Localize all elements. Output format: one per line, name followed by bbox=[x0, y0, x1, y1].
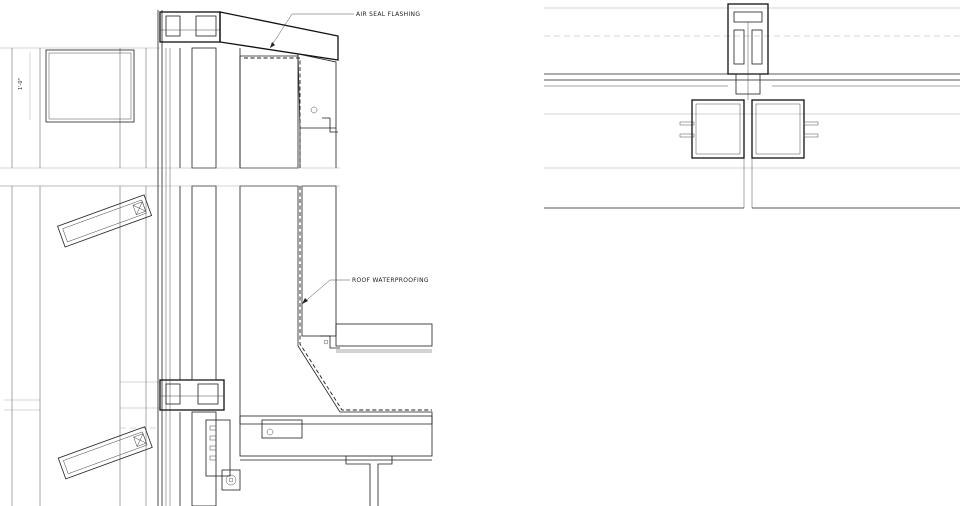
mullion-joint bbox=[544, 158, 960, 209]
glazing-line bbox=[544, 73, 960, 87]
window-opening bbox=[45, 49, 135, 123]
steel-beam bbox=[345, 455, 393, 506]
louver-blade-upper bbox=[57, 194, 153, 248]
roof-assembly bbox=[335, 323, 433, 353]
window-dimension-label: 1'-0" bbox=[18, 78, 24, 90]
annotation-leaders bbox=[269, 13, 354, 305]
mullion-cap bbox=[727, 3, 769, 100]
wall-insulation bbox=[179, 47, 217, 506]
sill-bracket bbox=[205, 419, 432, 491]
parapet-coping bbox=[219, 11, 339, 168]
curtain-wall-mullion bbox=[157, 10, 171, 506]
facade-background-lines bbox=[0, 47, 160, 506]
roof-waterproofing-label: ROOF WATERPROOFING bbox=[352, 277, 429, 284]
louver-blade-lower bbox=[57, 426, 153, 480]
parapet-insulation bbox=[301, 185, 340, 349]
tube-steel-left bbox=[679, 99, 745, 159]
air-seal-flashing-label: AIR SEAL FLASHING bbox=[356, 11, 420, 18]
waterproofing-membrane bbox=[244, 57, 432, 411]
wall-section-detail: 1'-0" bbox=[0, 10, 433, 506]
roof-slab bbox=[239, 415, 433, 457]
tube-steel-right bbox=[751, 99, 819, 159]
section-break bbox=[0, 167, 340, 187]
mullion-plan-detail bbox=[544, 3, 960, 209]
